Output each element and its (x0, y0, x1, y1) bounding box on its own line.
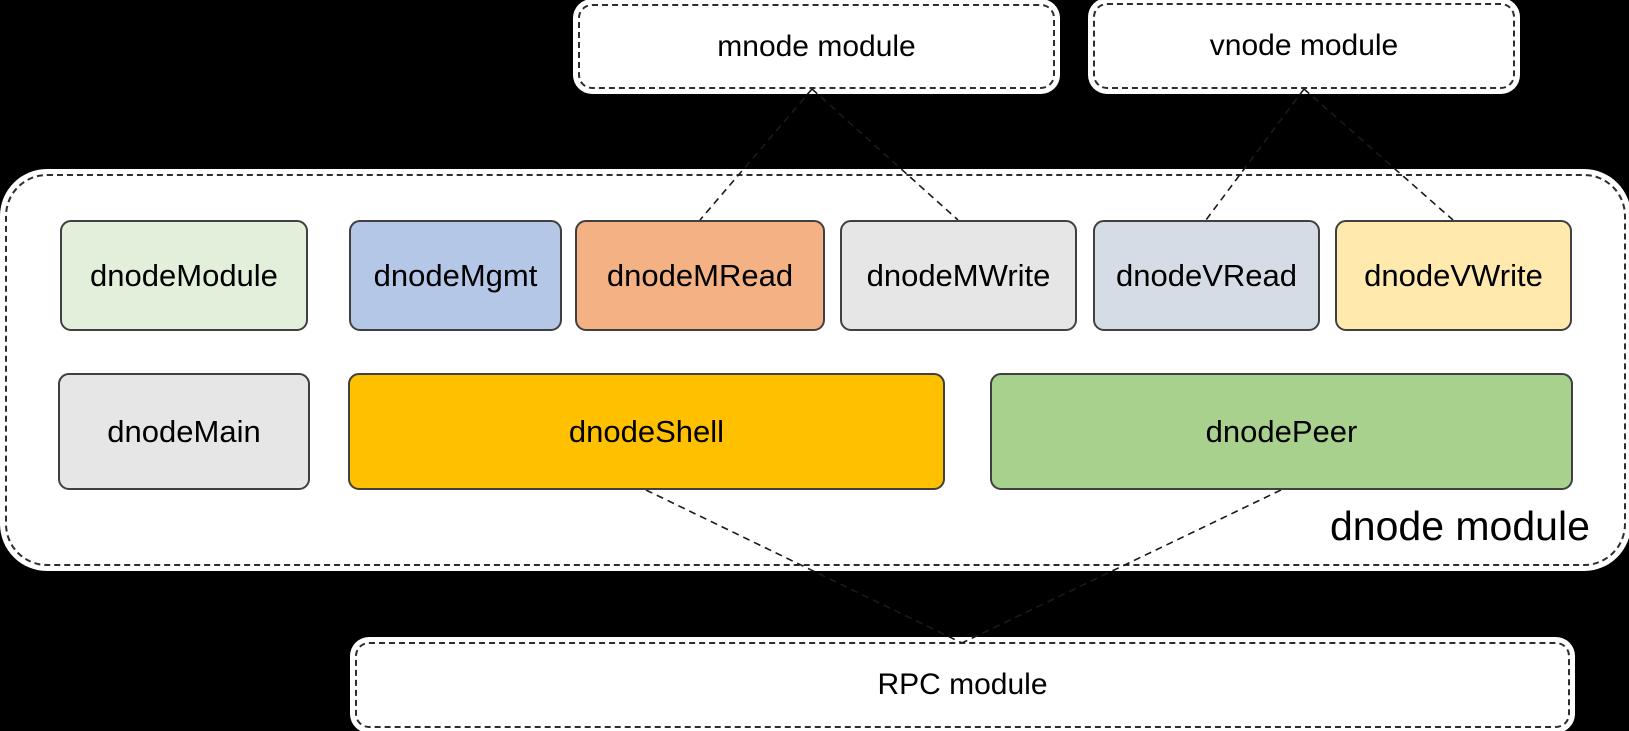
mnode-module-box: mnode module (578, 4, 1055, 89)
dnodeMRead-box: dnodeMRead (575, 220, 825, 331)
dnodeMain-box: dnodeMain (58, 373, 310, 490)
dnodeModule-label: dnodeModule (90, 257, 278, 293)
rpc-module-box: RPC module (355, 642, 1570, 728)
dnodeVRead-label: dnodeVRead (1116, 257, 1297, 293)
dnodeMRead-label: dnodeMRead (606, 257, 794, 293)
dnodeMWrite-label: dnodeMWrite (866, 257, 1051, 293)
rpc-module-label: RPC module (877, 668, 1048, 701)
dnodeMain-label: dnodeMain (107, 413, 261, 449)
vnode-module-label: vnode module (1209, 29, 1399, 62)
dnodeMgmt-label: dnodeMgmt (373, 257, 538, 293)
dnode-module-caption: dnode module (1330, 503, 1590, 549)
dnodePeer-box: dnodePeer (990, 373, 1573, 490)
mnode-module-label: mnode module (717, 29, 916, 63)
dnodeMgmt-box: dnodeMgmt (349, 220, 562, 331)
dnodeVRead-box: dnodeVRead (1093, 220, 1320, 331)
dnodeVWrite-box: dnodeVWrite (1335, 220, 1572, 331)
dnodeMWrite-box: dnodeMWrite (840, 220, 1077, 331)
dnodeShell-box: dnodeShell (348, 373, 945, 490)
dnodeVWrite-label: dnodeVWrite (1364, 257, 1543, 293)
dnodeModule-box: dnodeModule (60, 220, 308, 331)
dnodeShell-label: dnodeShell (568, 413, 725, 449)
vnode-module-box: vnode module (1093, 3, 1515, 89)
dnodePeer-label: dnodePeer (1205, 413, 1358, 449)
